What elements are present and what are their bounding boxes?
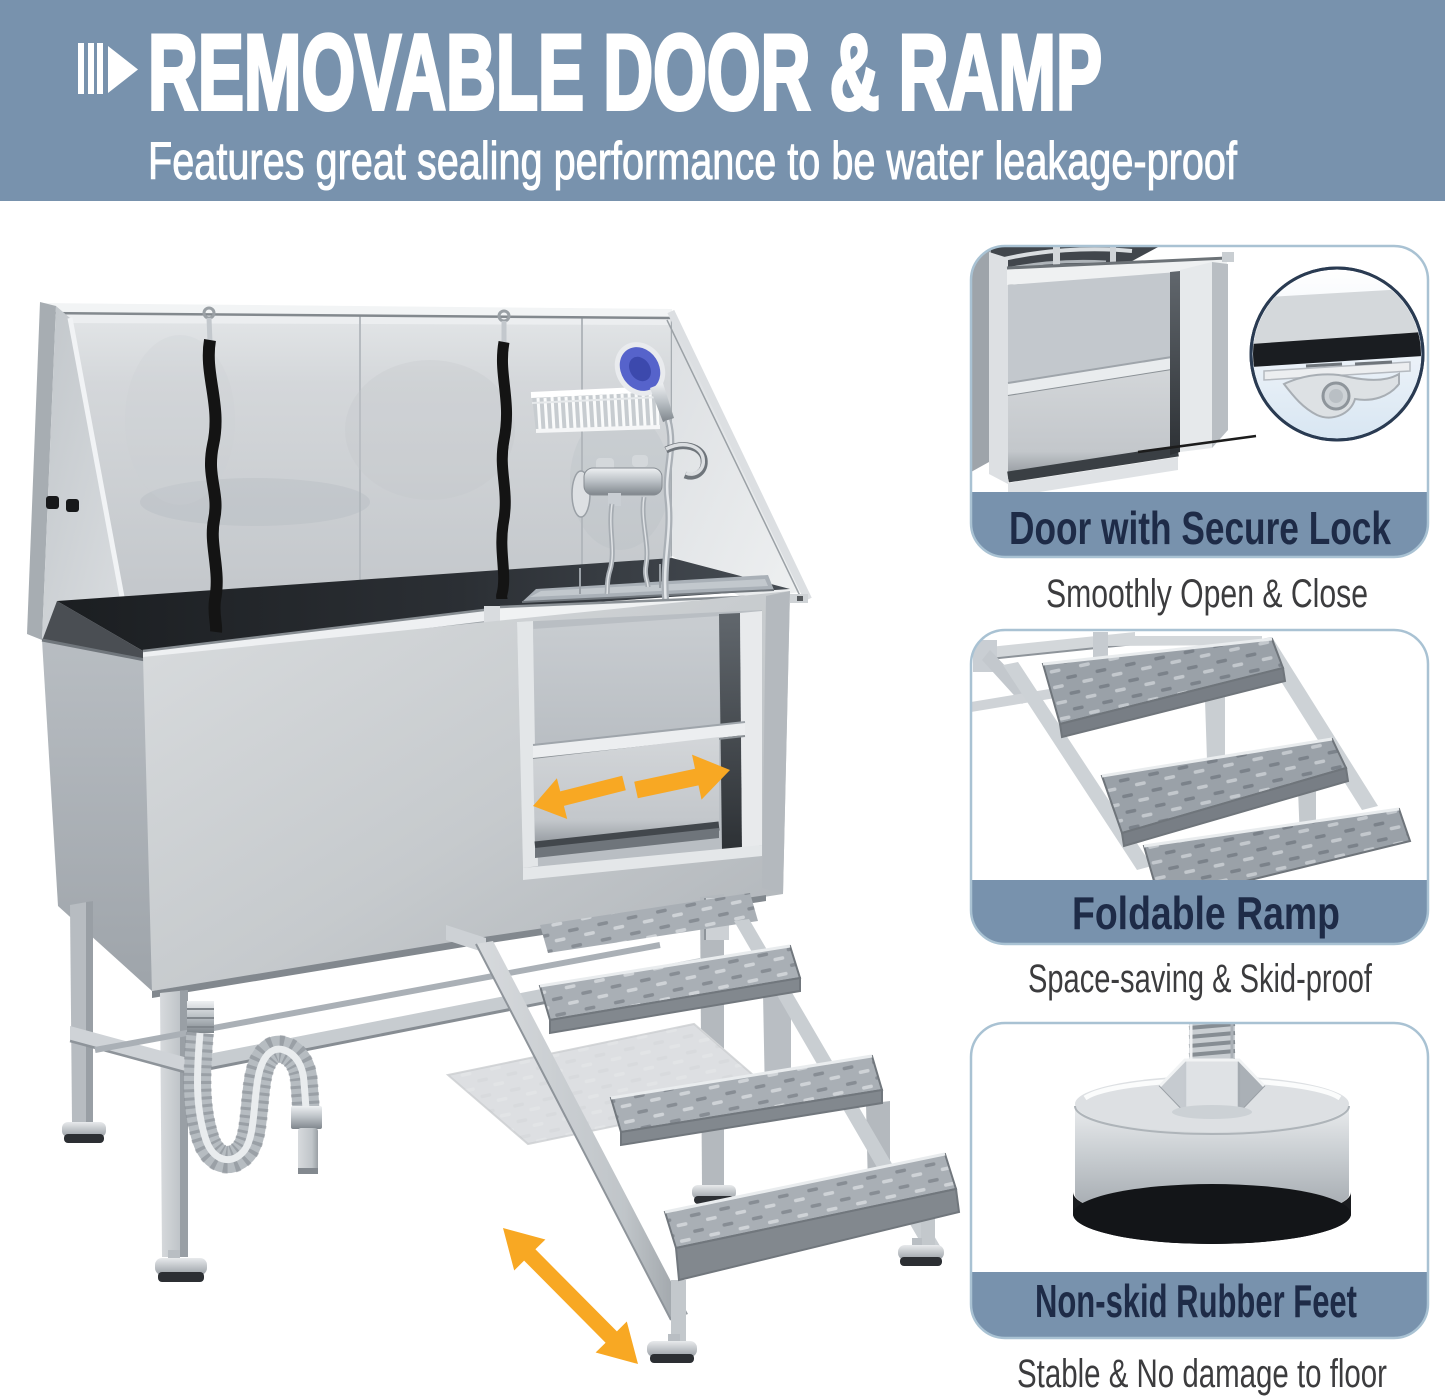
svg-text:Door with Secure Lock: Door with Secure Lock <box>1009 502 1391 554</box>
svg-text:Non-skid Rubber Feet: Non-skid Rubber Feet <box>1035 1275 1357 1327</box>
svg-text:Stable & No damage to floor: Stable & No damage to floor <box>1017 1352 1387 1396</box>
svg-text:Space-saving & Skid-proof: Space-saving & Skid-proof <box>1028 957 1373 1001</box>
svg-text:Smoothly Open & Close: Smoothly Open & Close <box>1046 572 1368 616</box>
svg-text:Features great sealing perform: Features great sealing performance to be… <box>148 132 1237 191</box>
svg-text:REMOVABLE DOOR & RAMP: REMOVABLE DOOR & RAMP <box>148 12 1102 132</box>
svg-text:Foldable Ramp: Foldable Ramp <box>1072 887 1340 939</box>
